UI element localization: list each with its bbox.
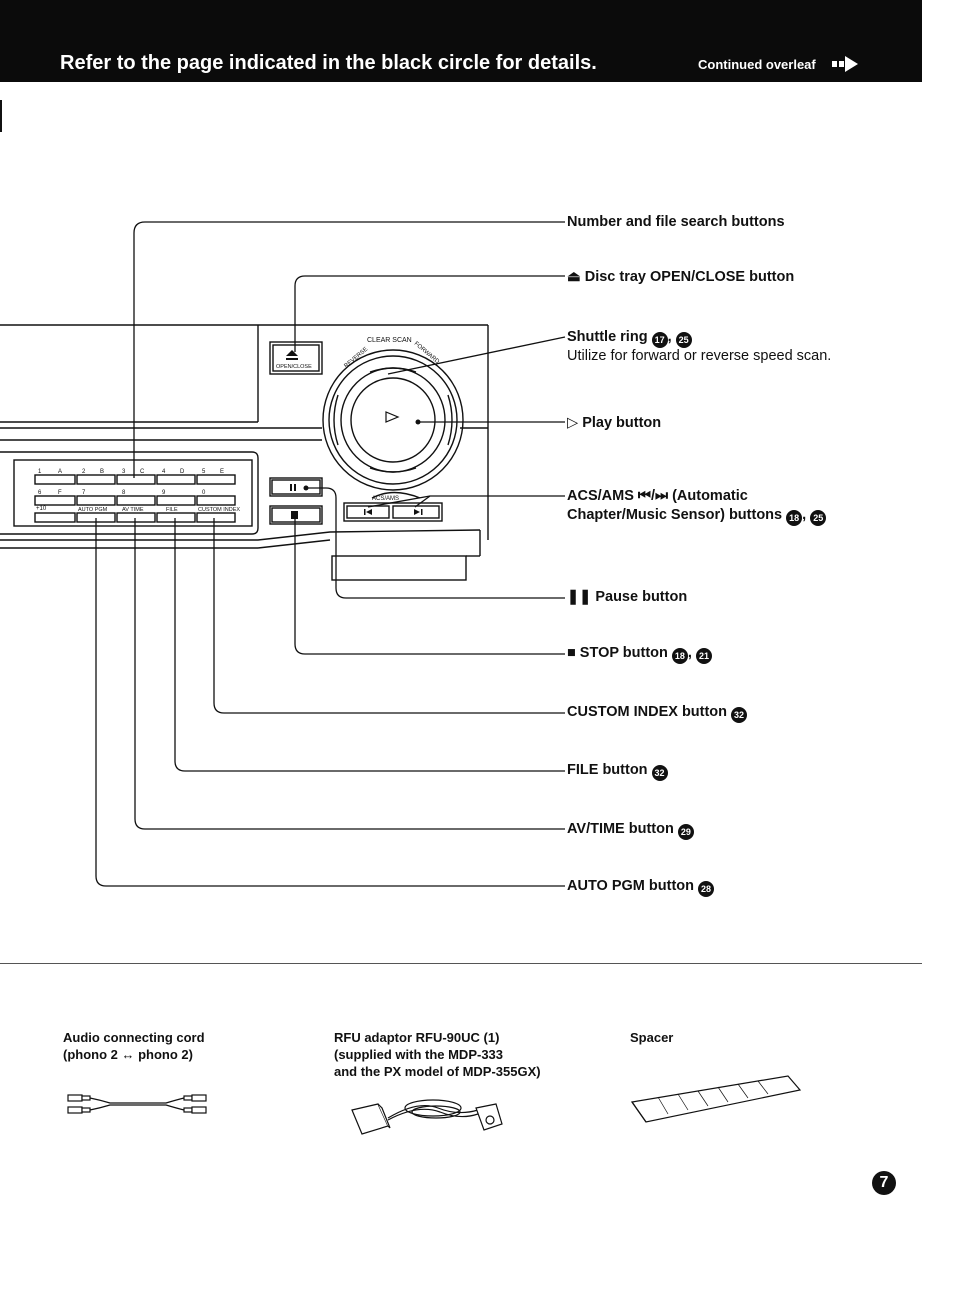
eject-icon: ⏏ bbox=[567, 269, 581, 285]
page-ref-badge: 25 bbox=[810, 510, 827, 526]
acs-callout-line2: Chapter/Music Sensor) buttons 18, 25 bbox=[567, 507, 827, 526]
disc-tray-label: Disc tray OPEN/CLOSE button bbox=[584, 269, 795, 285]
shuttle-description: Utilize for forward or reverse speed sca… bbox=[567, 348, 832, 364]
arrow-right-icon bbox=[832, 56, 858, 72]
acs-callout: ACS/AMS ⏮/⏭ (Automatic bbox=[567, 488, 748, 504]
shuttle-callout: Shuttle ring 17, 25 bbox=[567, 329, 692, 348]
page-title: Refer to the page indicated in the black… bbox=[60, 52, 597, 74]
shuttle-label: Shuttle ring bbox=[567, 329, 648, 345]
open-close-label: OPEN/CLOSE bbox=[276, 364, 312, 370]
keypad-label: A bbox=[58, 469, 62, 475]
header-banner bbox=[0, 0, 922, 82]
function-key-label: AUTO PGM bbox=[78, 507, 108, 513]
page-ref-badge: 32 bbox=[651, 765, 668, 781]
auto-pgm-callout: AUTO PGM button 28 bbox=[567, 878, 715, 897]
pause-label: Pause button bbox=[595, 589, 688, 605]
page-number-badge: 7 bbox=[872, 1171, 896, 1195]
page-ref-badge: 18 bbox=[786, 510, 803, 526]
stop-icon: ■ bbox=[567, 645, 576, 661]
margin-mark bbox=[0, 100, 2, 132]
keypad-label: 2 bbox=[82, 469, 86, 475]
keypad-label: 7 bbox=[82, 490, 86, 496]
av-time-callout: AV/TIME button 29 bbox=[567, 821, 694, 840]
function-key-label: CUSTOM INDEX bbox=[198, 507, 240, 513]
keypad-label: 0 bbox=[202, 490, 206, 496]
custom-index-callout: CUSTOM INDEX button 32 bbox=[567, 704, 748, 723]
keypad-label: F bbox=[58, 490, 62, 496]
keypad-label: 8 bbox=[122, 490, 126, 496]
section-divider bbox=[0, 963, 922, 964]
disc-tray-callout: ⏏ Disc tray OPEN/CLOSE button bbox=[567, 269, 794, 285]
acs-ams-label: ACS/AMS bbox=[372, 496, 399, 502]
audio-cord-line1: Audio connecting cord bbox=[63, 1030, 205, 1045]
acs-label-line2: Chapter/Music Sensor) buttons bbox=[567, 507, 783, 523]
keypad-label: 3 bbox=[122, 469, 126, 475]
plus10-label: +10 bbox=[36, 506, 47, 512]
audio-cord-title: Audio connecting cord (phono 2 ↔ phono 2… bbox=[63, 1029, 205, 1063]
keypad-label: 9 bbox=[162, 490, 166, 496]
play-callout: ▷ Play button bbox=[567, 415, 661, 431]
file-label: FILE button bbox=[567, 762, 648, 778]
audio-cord-line2: (phono 2 ↔ phono 2) bbox=[63, 1047, 193, 1062]
spacer-image bbox=[630, 1075, 802, 1123]
rfu-line2: (supplied with the MDP-333 bbox=[334, 1047, 504, 1062]
keypad-label: 5 bbox=[202, 469, 206, 475]
custom-index-label: CUSTOM INDEX button bbox=[567, 704, 728, 720]
auto-pgm-label: AUTO PGM button bbox=[567, 878, 694, 894]
page-ref-badge: 21 bbox=[695, 648, 712, 664]
keypad-label: E bbox=[220, 469, 224, 475]
function-key-label: FILE bbox=[166, 507, 178, 513]
audio-cord-image bbox=[67, 1094, 207, 1114]
page-ref-badge: 29 bbox=[677, 824, 694, 840]
forward-label: FORWARD bbox=[413, 341, 441, 366]
acs-label: ACS/AMS bbox=[567, 488, 634, 504]
av-time-label: AV/TIME button bbox=[567, 821, 674, 837]
reverse-label: REVERSE bbox=[343, 346, 369, 369]
skip-back-forward-icon: ⏮/⏭ bbox=[637, 488, 669, 504]
keypad-label: C bbox=[140, 469, 145, 475]
number-search-label: Number and file search buttons bbox=[567, 214, 785, 230]
page-ref-badge: 25 bbox=[675, 332, 692, 348]
page-ref-badge: 18 bbox=[671, 648, 688, 664]
keypad-label: B bbox=[100, 469, 104, 475]
pause-icon: ❚❚ bbox=[567, 589, 592, 605]
function-key-label: AV TIME bbox=[122, 507, 144, 513]
page-ref-badge: 32 bbox=[731, 707, 748, 723]
file-callout: FILE button 32 bbox=[567, 762, 668, 781]
page-ref-badge: 17 bbox=[651, 332, 668, 348]
stop-label: STOP button bbox=[579, 645, 668, 661]
clear-scan-label: CLEAR SCAN bbox=[367, 337, 412, 344]
rfu-adaptor-image bbox=[351, 1099, 503, 1135]
spacer-title: Spacer bbox=[630, 1030, 674, 1045]
rfu-line1: RFU adaptor RFU-90UC (1) bbox=[334, 1030, 500, 1045]
acs-label-suffix: (Automatic bbox=[672, 488, 748, 504]
play-label: Play button bbox=[582, 415, 662, 431]
play-icon: ▷ bbox=[567, 415, 579, 431]
page-ref-badge: 28 bbox=[698, 881, 715, 897]
pause-callout: ❚❚ Pause button bbox=[567, 589, 687, 605]
keypad-label: 1 bbox=[38, 469, 42, 475]
keypad-label: D bbox=[180, 469, 185, 475]
rfu-adaptor-title: RFU adaptor RFU-90UC (1) (supplied with … bbox=[334, 1029, 541, 1080]
continued-note: Continued overleaf bbox=[698, 57, 816, 72]
stop-callout: ■ STOP button 18, 21 bbox=[567, 645, 712, 664]
keypad-label: 6 bbox=[38, 490, 42, 496]
rfu-line3: and the PX model of MDP-355GX) bbox=[334, 1064, 541, 1079]
keypad-label: 4 bbox=[162, 469, 166, 475]
